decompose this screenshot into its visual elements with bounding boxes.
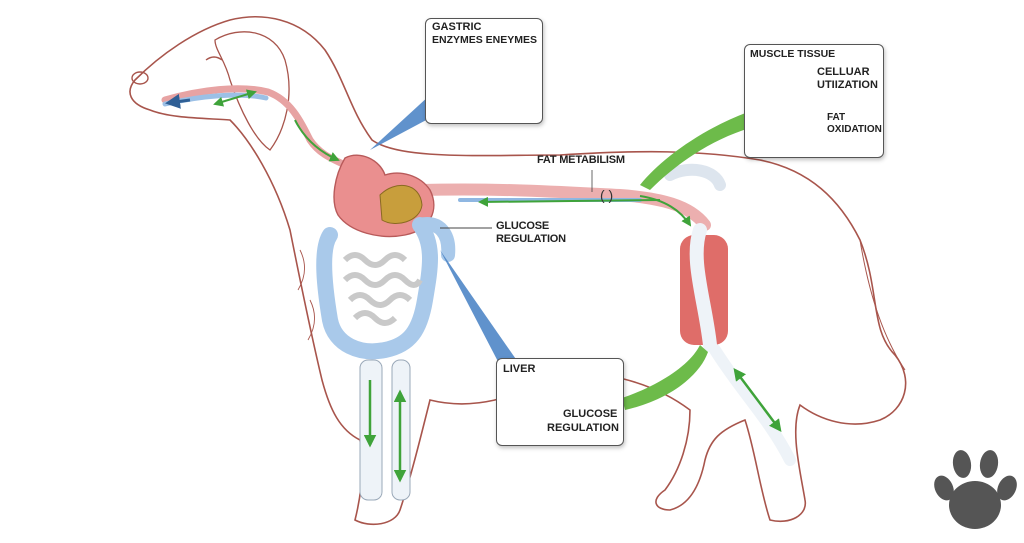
cellular-utilization-line1: CELLUAR (817, 66, 870, 78)
large-intestine (316, 217, 438, 360)
glucose-regulation-label-line1: GLUCOSE (496, 220, 549, 232)
liver-pointer (440, 250, 520, 375)
dorsal-vessel (414, 183, 711, 231)
muscle-tissue-callout: MUSCLE TISSUE CELLUAR UTIIZATION FAT OXI… (744, 44, 884, 158)
fat-metabolism-arrow (478, 196, 661, 207)
muscle-tissue-title: MUSCLE TISSUE (750, 48, 836, 60)
dog-eye (205, 56, 223, 61)
large-intestine-2 (413, 217, 456, 262)
vessel-marker: ( ) (600, 187, 613, 203)
liver-glucose-line2: REGULATION (547, 422, 619, 434)
dog-chest-fur (297, 249, 601, 411)
vessel-to-muscle-arrow (639, 195, 692, 227)
dog-body-outline (129, 16, 907, 526)
dog-ear-outline (214, 31, 290, 151)
muscle-pointer (640, 112, 750, 190)
fat-metabolism-label: FAT METABILISM (537, 154, 625, 166)
fat-oxidation-line1: FAT (827, 112, 846, 123)
hind-leg-hip (664, 163, 726, 191)
gastric-enzymes-callout: GASTRIC ENZYMES ENEYMES (425, 18, 543, 124)
liver-title: LIVER (503, 363, 536, 375)
esophagus (161, 85, 349, 169)
gastric-title-line2: ENZYMES ENEYMES (432, 34, 538, 46)
esophagus-arrow (213, 89, 257, 107)
esophagus-arrow-2 (294, 119, 340, 162)
liver-callout: LIVER GLUCOSE REGULATION (496, 358, 624, 446)
hind-leg-femur (689, 223, 717, 352)
dog-tail-fur (859, 239, 906, 371)
dog-nose (131, 71, 149, 85)
hind-leg-arrow (733, 368, 782, 432)
fat-oxidation-line2: OXIDATION (827, 124, 882, 135)
glucose-regulation-label-line2: REGULATION (496, 233, 566, 245)
small-intestine (342, 252, 423, 326)
stomach-contents (379, 184, 423, 224)
gastric-title-line1: GASTRIC (432, 21, 482, 33)
paw-print-icon (934, 450, 1017, 529)
mouth-arrow (165, 93, 191, 109)
liver-muscle-pointer (622, 345, 708, 410)
cellular-utilization-line2: UTIIZATION (817, 79, 878, 91)
liver-glucose-line1: GLUCOSE (563, 408, 618, 420)
